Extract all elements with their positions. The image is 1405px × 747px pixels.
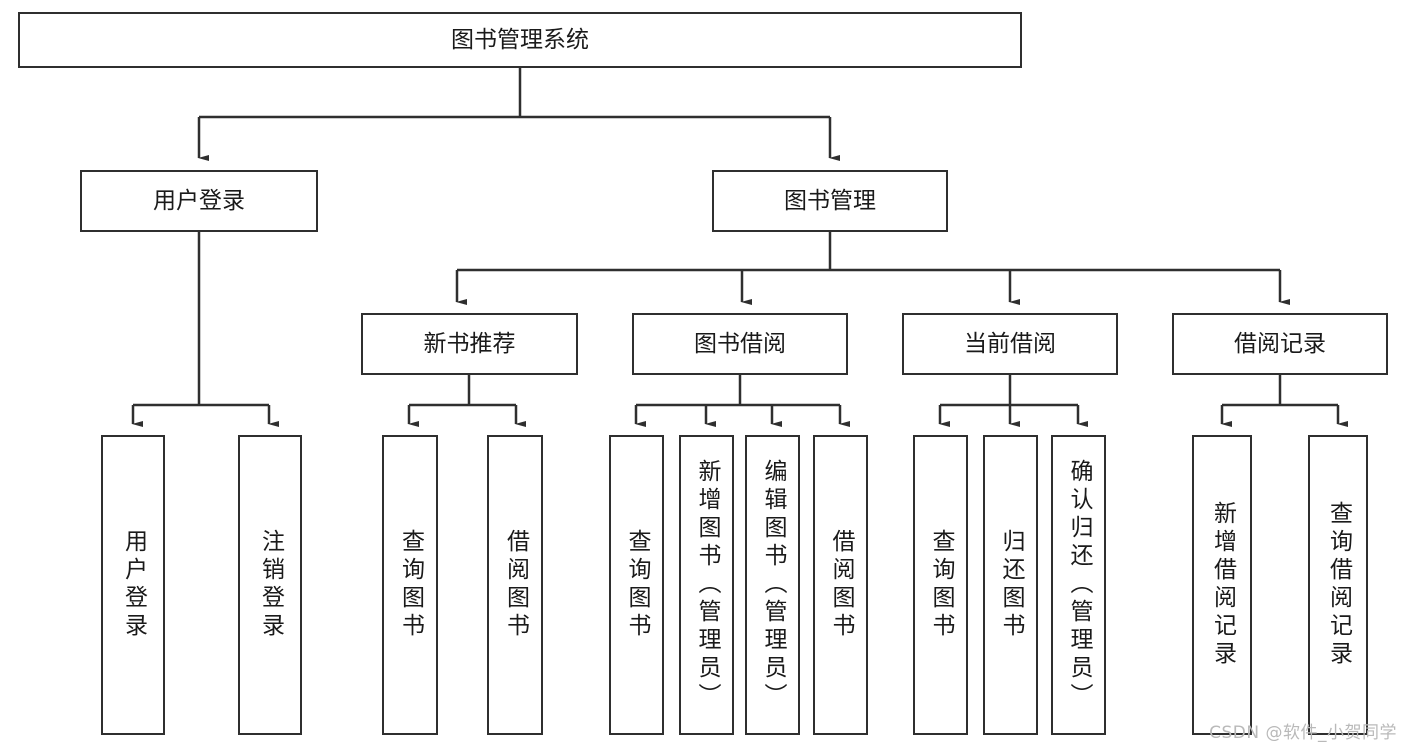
node-user-login[interactable]: 用户登录 xyxy=(80,170,318,232)
node-label: 归还图书 xyxy=(998,529,1024,641)
node-label: 注销登录 xyxy=(257,529,284,641)
leaf-user-login-login[interactable]: 用户登录 xyxy=(101,435,165,735)
node-label: 确认归还（管理员） xyxy=(1066,459,1092,711)
leaf-book-borrow-borrow[interactable]: 借阅图书 xyxy=(813,435,868,735)
node-label: 图书管理系统 xyxy=(451,26,589,53)
node-label: 查询图书 xyxy=(397,529,424,641)
node-label: 查询图书 xyxy=(624,529,650,641)
node-borrow-record[interactable]: 借阅记录 xyxy=(1172,313,1388,375)
leaf-current-borrow-return[interactable]: 归还图书 xyxy=(983,435,1038,735)
node-current-borrow[interactable]: 当前借阅 xyxy=(902,313,1118,375)
node-label: 借阅记录 xyxy=(1234,330,1326,357)
leaf-borrow-record-add[interactable]: 新增借阅记录 xyxy=(1192,435,1252,735)
node-label: 查询图书 xyxy=(928,529,954,641)
node-root-system[interactable]: 图书管理系统 xyxy=(18,12,1022,68)
edges-book-borrow-to-leaves xyxy=(634,375,850,427)
node-label: 当前借阅 xyxy=(964,330,1056,357)
edges-borrow-record-to-leaves xyxy=(1220,375,1348,427)
node-label: 新增借阅记录 xyxy=(1209,501,1236,669)
edges-user-login-to-leaves xyxy=(131,232,279,427)
node-label: 借阅图书 xyxy=(502,529,529,641)
node-book-borrow[interactable]: 图书借阅 xyxy=(632,313,848,375)
node-book-management[interactable]: 图书管理 xyxy=(712,170,948,232)
leaf-borrow-record-query[interactable]: 查询借阅记录 xyxy=(1308,435,1368,735)
node-label: 图书管理 xyxy=(784,187,876,214)
leaf-current-borrow-query[interactable]: 查询图书 xyxy=(913,435,968,735)
node-label: 用户登录 xyxy=(153,187,245,214)
node-new-book-recommend[interactable]: 新书推荐 xyxy=(361,313,578,375)
node-label: 借阅图书 xyxy=(828,529,854,641)
node-label: 图书借阅 xyxy=(694,330,786,357)
edges-new-book-to-leaves xyxy=(407,375,526,427)
node-label: 新书推荐 xyxy=(423,330,516,357)
node-label: 查询借阅记录 xyxy=(1325,501,1352,669)
leaf-new-book-query[interactable]: 查询图书 xyxy=(382,435,438,735)
edges-current-borrow-to-leaves xyxy=(938,375,1088,427)
leaf-book-borrow-edit[interactable]: 编辑图书（管理员） xyxy=(745,435,800,735)
leaf-new-book-borrow[interactable]: 借阅图书 xyxy=(487,435,543,735)
leaf-user-login-logout[interactable]: 注销登录 xyxy=(238,435,302,735)
leaf-book-borrow-add[interactable]: 新增图书（管理员） xyxy=(679,435,734,735)
node-label: 用户登录 xyxy=(120,529,147,641)
node-label: 编辑图书（管理员） xyxy=(760,459,786,711)
leaf-book-borrow-query[interactable]: 查询图书 xyxy=(609,435,664,735)
node-label: 新增图书（管理员） xyxy=(694,459,720,711)
edges-root-to-level2 xyxy=(197,68,840,161)
edges-book-mgmt-to-level3 xyxy=(455,232,1290,305)
leaf-current-borrow-confirm-return[interactable]: 确认归还（管理员） xyxy=(1051,435,1106,735)
